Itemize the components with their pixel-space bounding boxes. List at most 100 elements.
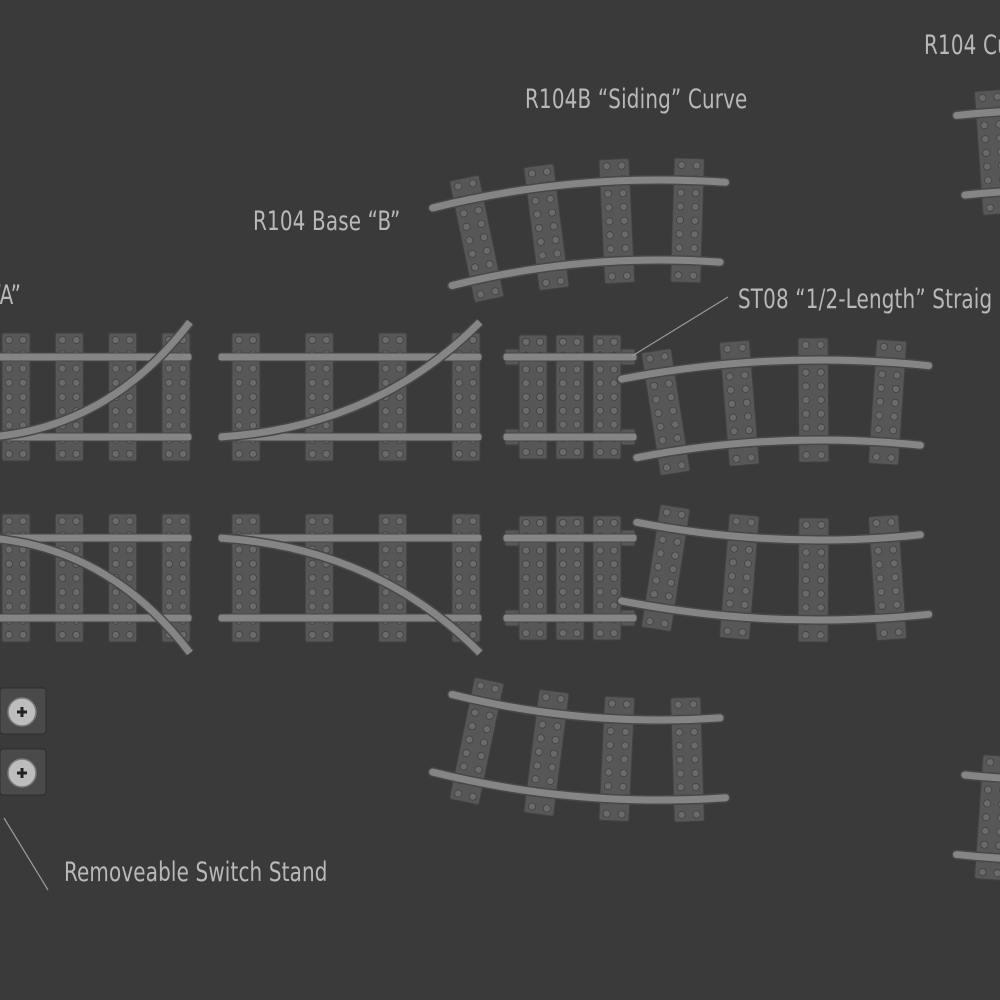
stud — [164, 364, 173, 373]
stud — [610, 574, 619, 582]
stud — [676, 783, 685, 792]
stud — [178, 421, 187, 430]
track-tie — [868, 514, 908, 641]
stud — [468, 378, 477, 387]
stud — [559, 574, 568, 582]
stud — [816, 589, 825, 598]
track-tie-icon — [523, 689, 570, 817]
stud — [652, 395, 661, 404]
stud — [604, 782, 613, 791]
stud — [72, 574, 81, 582]
stud — [164, 545, 173, 554]
stud — [538, 720, 547, 729]
stud — [723, 627, 732, 636]
stud — [468, 602, 477, 611]
track-rail-icon — [953, 851, 1000, 862]
stud — [18, 393, 27, 401]
stud — [322, 393, 331, 401]
stud — [395, 449, 404, 458]
stud — [535, 393, 544, 401]
stud — [381, 378, 390, 387]
stud — [4, 574, 13, 582]
stud — [476, 290, 485, 299]
stud — [58, 407, 67, 416]
stud — [596, 574, 605, 582]
stud — [596, 448, 605, 457]
stud — [573, 587, 582, 596]
stud — [521, 406, 530, 415]
stud — [308, 574, 317, 582]
stud — [381, 630, 390, 639]
track-tie-icon — [449, 677, 505, 806]
stud — [72, 545, 81, 554]
stud — [164, 588, 173, 597]
stud — [58, 364, 67, 373]
stud — [802, 451, 811, 460]
stud — [610, 337, 619, 346]
stud — [877, 601, 886, 610]
stud — [872, 452, 881, 461]
stud — [468, 364, 477, 373]
stud — [559, 601, 568, 610]
stud — [533, 210, 542, 219]
stud — [18, 602, 27, 611]
st08-straight-upper — [502, 334, 638, 460]
stud — [817, 562, 826, 571]
stud — [535, 379, 544, 388]
stud — [535, 448, 544, 457]
stud — [610, 379, 619, 388]
stud — [534, 224, 543, 233]
stud — [308, 449, 317, 458]
stud — [602, 162, 611, 171]
stud — [690, 244, 699, 253]
stud — [874, 546, 883, 555]
stud — [248, 393, 257, 401]
stud — [816, 382, 825, 391]
stud — [465, 735, 474, 744]
stud — [491, 287, 500, 296]
stud — [546, 777, 555, 786]
stud — [676, 188, 685, 197]
stud — [986, 203, 995, 212]
stud — [816, 631, 825, 640]
stud — [164, 574, 173, 582]
stud — [58, 588, 67, 597]
stud — [111, 407, 120, 416]
stud — [997, 814, 1000, 823]
stud — [248, 421, 257, 430]
stud — [602, 809, 611, 818]
stud — [234, 630, 243, 639]
track-rail-icon — [953, 108, 1000, 119]
stud — [58, 602, 67, 611]
stud — [111, 364, 120, 373]
stud — [997, 147, 1000, 156]
stud — [622, 271, 631, 280]
track-tie-icon — [523, 163, 570, 291]
stud — [535, 420, 544, 429]
stud — [125, 559, 134, 568]
stud — [817, 409, 826, 418]
track-rail-icon — [633, 518, 924, 544]
stud — [395, 336, 404, 345]
stud — [816, 340, 825, 349]
stud — [178, 407, 187, 416]
stud — [468, 407, 477, 416]
track-tie — [523, 689, 570, 817]
stud — [677, 810, 686, 819]
stud — [528, 802, 537, 811]
stud — [454, 421, 463, 430]
r104-curve-bottom — [951, 754, 1000, 881]
stud — [18, 588, 27, 597]
track-tie-icon — [598, 157, 636, 285]
stud — [664, 379, 673, 388]
stud — [58, 517, 67, 526]
stud — [727, 572, 736, 581]
stud — [675, 216, 684, 225]
stud — [111, 630, 120, 639]
stud — [727, 399, 736, 408]
stud — [890, 412, 899, 421]
stud — [986, 758, 995, 767]
track-tie-icon — [449, 174, 505, 303]
stud — [617, 161, 626, 170]
stud — [673, 537, 682, 546]
